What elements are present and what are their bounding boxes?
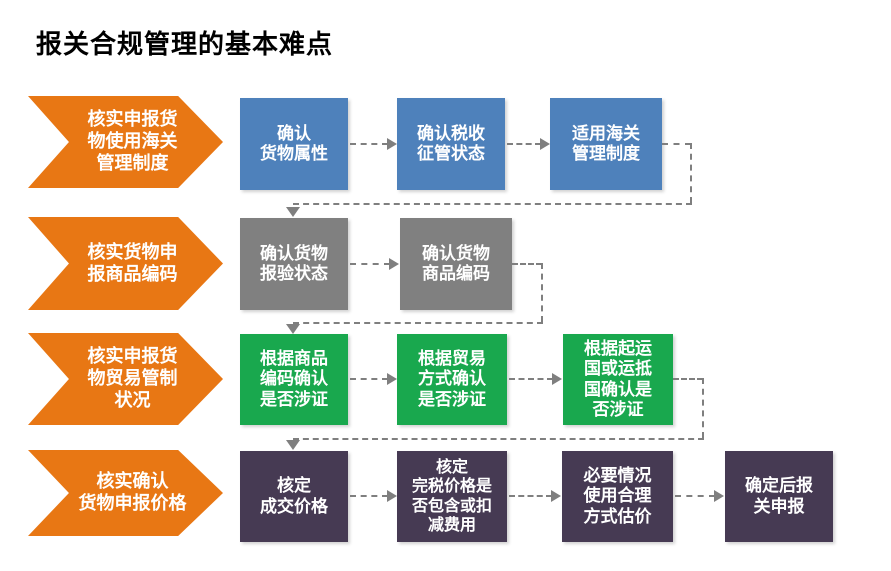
connector-row1-row2-across: [293, 203, 692, 205]
arrowhead-down-icon: [286, 207, 300, 217]
connector-row1-row2-down: [690, 143, 692, 203]
connector-row2-row3-stub: [512, 263, 542, 265]
flow-box-assess-dutiable-value: 核定 完税价格是 否包含或扣 减费用: [397, 451, 507, 542]
stage-arrow-row4-label: 核实确认 货物申报价格: [78, 471, 187, 513]
arrowhead-right-icon: [540, 138, 550, 150]
flow-box-license-by-hs-code: 根据商品 编码确认 是否涉证: [240, 334, 348, 425]
stage-arrow-row4: 核实确认 货物申报价格: [28, 450, 223, 536]
connector-row2-row3-down: [541, 263, 543, 322]
arrowhead-right-icon: [387, 138, 397, 150]
stage-arrow-row2: 核实货物申 报商品编码: [28, 217, 223, 310]
arrowhead-right-icon: [714, 490, 724, 502]
flow-box-reasonable-valuation: 必要情况 使用合理 方式估价: [562, 451, 673, 542]
flow-box-final-declaration: 确定后报 关申报: [725, 451, 833, 542]
connector-row3-row4-across: [293, 438, 704, 440]
dashed-arrow-line: [675, 495, 715, 497]
arrowhead-right-icon: [551, 490, 561, 502]
dashed-arrow-line: [350, 378, 388, 380]
flow-box-confirm-hs-code: 确认货物 商品编码: [400, 218, 512, 310]
arrowhead-down-icon: [286, 440, 300, 450]
dashed-arrow-line: [350, 263, 390, 265]
connector-row2-row3-across: [293, 322, 543, 324]
stage-arrow-row3: 核实申报货 物贸易管制 状况: [28, 333, 223, 425]
flow-box-apply-customs-regime: 适用海关 管理制度: [550, 98, 662, 190]
flow-box-assess-transaction-price: 核定 成交价格: [240, 451, 348, 542]
stage-arrow-row2-label: 核实货物申 报商品编码: [87, 241, 178, 284]
arrowhead-right-icon: [552, 373, 562, 385]
flow-box-confirm-tax-status: 确认税收 征管状态: [397, 98, 505, 190]
connector-row1-row2-stub: [662, 143, 691, 145]
dashed-arrow-line: [507, 143, 541, 145]
flow-box-license-by-origin-country: 根据起运 国或运抵 国确认是 否涉证: [563, 334, 673, 425]
connector-row3-row4-down: [702, 378, 704, 438]
dashed-arrow-line: [509, 495, 552, 497]
page-title: 报关合规管理的基本难点: [36, 29, 334, 59]
arrowhead-right-icon: [387, 373, 397, 385]
flow-box-confirm-inspection-status: 确认货物 报验状态: [240, 218, 348, 310]
arrowhead-right-icon: [387, 490, 397, 502]
arrowhead-right-icon: [389, 258, 399, 270]
flow-box-confirm-goods-attribute: 确认 货物属性: [240, 98, 348, 190]
stage-arrow-row1-label: 核实申报货 物使用海关 管理制度: [87, 109, 178, 173]
connector-row3-row4-stub: [673, 378, 703, 380]
dashed-arrow-line: [350, 495, 388, 497]
stage-arrow-row1: 核实申报货 物使用海关 管理制度: [28, 96, 223, 188]
dashed-arrow-line: [509, 378, 553, 380]
dashed-arrow-line: [350, 143, 388, 145]
arrowhead-down-icon: [286, 324, 300, 334]
flow-box-license-by-trade-mode: 根据贸易 方式确认 是否涉证: [397, 334, 507, 425]
stage-arrow-row3-label: 核实申报货 物贸易管制 状况: [87, 346, 178, 410]
